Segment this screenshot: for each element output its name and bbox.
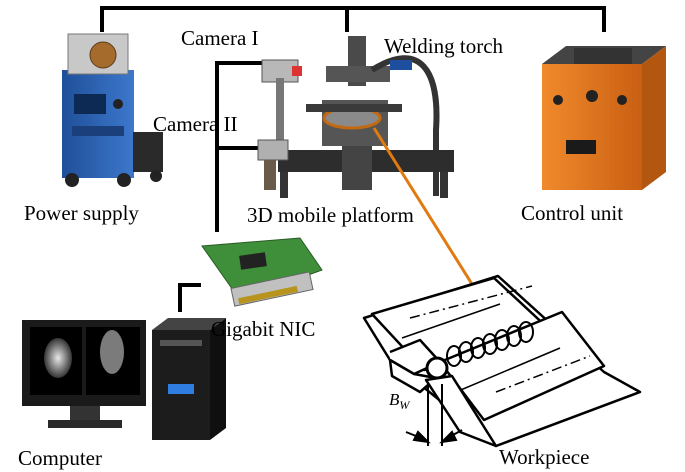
bw-label: BW (389, 390, 410, 412)
camera-2-label: Camera II (153, 112, 238, 136)
welding-torch-icon (326, 36, 440, 196)
control-unit-icon (542, 46, 666, 190)
control-unit-label: Control unit (521, 201, 623, 225)
mobile-platform-icon (278, 100, 454, 198)
weld-workpiece-icon (362, 274, 642, 448)
bw-main: B (389, 390, 400, 409)
computer-label: Computer (18, 446, 102, 470)
torch-workpiece-link (372, 127, 484, 301)
camera-1-label: Camera I (181, 26, 259, 50)
bw-subscript: W (399, 398, 410, 412)
workpiece-label: Workpiece (499, 445, 589, 469)
computer-icon (22, 318, 226, 440)
platform-label: 3D mobile platform (247, 203, 414, 227)
bw-dimension (405, 384, 463, 446)
camera-2-icon (257, 139, 289, 190)
power-supply-icon (62, 33, 163, 187)
weld-bead (446, 321, 534, 367)
camera-1-icon (261, 59, 302, 148)
power-supply-label: Power supply (24, 201, 139, 225)
nic-label: Gigabit NIC (211, 317, 315, 341)
welding-torch-label: Welding torch (384, 34, 504, 58)
network-card-icon (201, 237, 323, 307)
connection-wires (100, 6, 606, 312)
